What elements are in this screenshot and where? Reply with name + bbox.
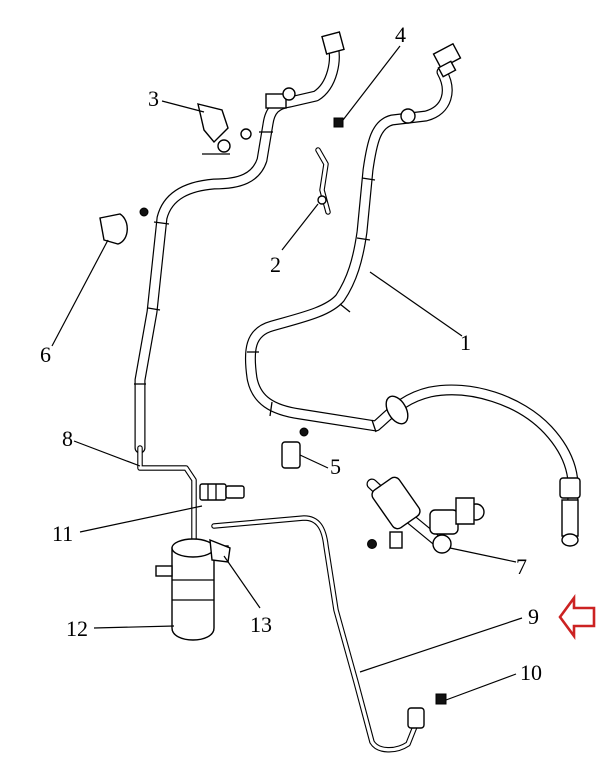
- label-3: 3: [148, 86, 159, 111]
- leader-lines: [51, 45, 523, 701]
- part-8-discharge-hose: [134, 31, 345, 543]
- label-8: 8: [62, 426, 73, 451]
- label-5: 5: [330, 454, 341, 479]
- part-9-liquid-line: [211, 515, 425, 753]
- part-5-clamp: [281, 427, 309, 469]
- part-12-receiver-drier: [155, 538, 229, 641]
- callout-labels: 1 2 3 4 5 6 7 8 9 10 11 12 13: [40, 22, 542, 685]
- label-11: 11: [52, 521, 73, 546]
- part-13-bracket: [209, 538, 231, 563]
- part-2-clip: [315, 147, 331, 215]
- part-11-pressure-switch: [199, 483, 245, 501]
- label-13: 13: [250, 612, 272, 637]
- part-10-bolt: [435, 693, 447, 705]
- part-7-expansion-valve-assembly: [366, 476, 485, 554]
- label-1: 1: [460, 330, 471, 355]
- part-4-bolt: [333, 117, 344, 128]
- part-1-suction-hose: [244, 42, 581, 547]
- part-6-clamp: [99, 207, 149, 245]
- part-3-bracket: [197, 103, 252, 155]
- label-9: 9: [528, 604, 539, 629]
- label-7: 7: [516, 554, 527, 579]
- label-10: 10: [520, 660, 542, 685]
- label-2: 2: [270, 252, 281, 277]
- left-arrow-icon: [558, 594, 596, 640]
- label-6: 6: [40, 342, 51, 367]
- label-4: 4: [395, 22, 406, 47]
- label-12: 12: [66, 616, 88, 641]
